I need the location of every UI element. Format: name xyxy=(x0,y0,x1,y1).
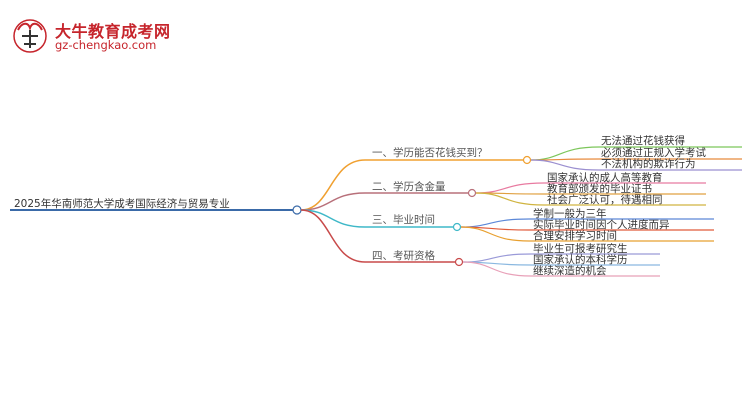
branch-2-label: 二、学历含金量 xyxy=(372,181,446,193)
leaf-1-1-curve xyxy=(530,146,600,161)
branch-3-label: 三、毕业时间 xyxy=(372,214,435,226)
leaf-3-2: 实际毕业时间因个人进度而异 xyxy=(533,219,670,231)
leaf-2-1: 国家承认的成人高等教育 xyxy=(547,172,663,184)
branch-4-label: 四、考研资格 xyxy=(372,250,435,262)
branch-1-label: 一、学历能否花钱买到？ xyxy=(372,147,488,159)
leaf-2-3: 社会广泛认可，待遇相同 xyxy=(547,194,663,206)
root-node: 2025年华南师范大学成考国际经济与贸易专业 xyxy=(14,198,230,210)
leaf-1-2: 必须通过正规入学考试 xyxy=(601,147,706,159)
branch-4-knot xyxy=(454,257,464,267)
leaf-1-3-curve xyxy=(530,159,600,171)
branch-3-knot xyxy=(452,222,462,232)
leaf-3-1: 学制一般为三年 xyxy=(533,208,607,220)
leaf-4-2: 国家承认的本科学历 xyxy=(533,254,628,266)
leaf-4-1-curve xyxy=(462,253,532,263)
brand-name: 大牛教育成考网 xyxy=(55,22,171,41)
branch-1-knot xyxy=(522,155,532,165)
branch-2-curve xyxy=(300,192,366,211)
leaf-1-3: 不法机构的欺诈行为 xyxy=(601,158,696,170)
bull-logo-icon xyxy=(13,19,47,53)
leaf-3-3-curve xyxy=(460,226,530,242)
leaf-1-1: 无法通过花钱获得 xyxy=(601,135,685,147)
branch-1-curve xyxy=(300,159,366,211)
brand-url[interactable]: gz-chengkao.com xyxy=(55,38,157,52)
root-knot xyxy=(292,205,302,215)
leaf-3-1-curve xyxy=(460,218,530,228)
leaf-2-2: 教育部颁发的毕业证书 xyxy=(547,183,652,195)
leaf-4-3: 继续深造的机会 xyxy=(533,265,607,277)
leaf-4-1: 毕业生可报考研究生 xyxy=(533,243,628,255)
leaf-3-3: 合理安排学习时间 xyxy=(533,230,617,242)
branch-3-curve xyxy=(300,209,366,228)
leaf-4-3-curve xyxy=(462,261,532,277)
branch-2-knot xyxy=(467,188,477,198)
brand-logo: 大牛教育成考网 gz-chengkao.com xyxy=(12,16,170,56)
branch-4-curve xyxy=(300,209,366,263)
leaf-2-3-curve xyxy=(475,192,545,206)
leaf-2-1-curve xyxy=(475,182,545,194)
